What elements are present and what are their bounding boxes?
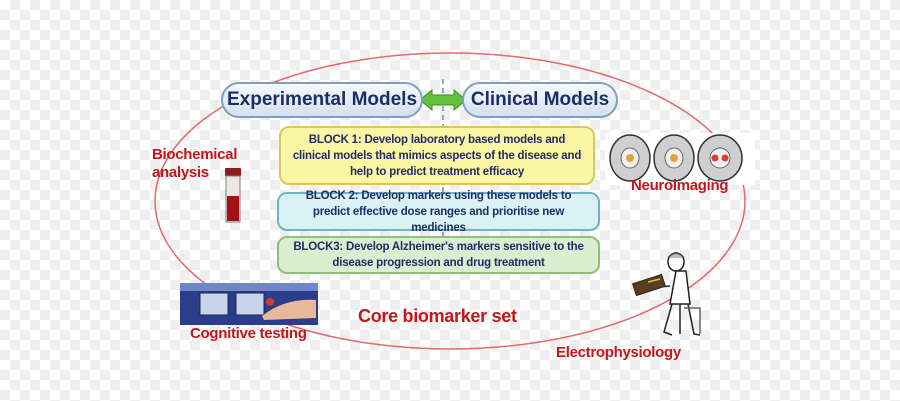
clinical-models-pill: Clinical Models xyxy=(462,82,618,118)
experimental-models-pill: Experimental Models xyxy=(221,82,423,118)
block-1-box: BLOCK 1: Develop laboratory based models… xyxy=(279,126,595,185)
brain-scan-icon xyxy=(605,133,755,185)
neuroimaging-label: Neuroimaging xyxy=(631,177,729,194)
blood-tube-icon xyxy=(225,168,241,223)
electrophysiology-label: Electrophysiology xyxy=(556,344,681,361)
cognitive-test-device-icon xyxy=(180,283,318,325)
eeg-subject-icon xyxy=(631,252,701,336)
block-3-box: BLOCK3: Develop Alzheimer's markers sens… xyxy=(277,236,600,274)
core-set-ellipse xyxy=(154,52,746,350)
biochemical-label-line1: Biochemical xyxy=(152,146,238,163)
biochemical-label-line2: analysis xyxy=(152,164,209,181)
block-2-box: BLOCK 2: Develop markers using these mod… xyxy=(277,190,600,234)
cognitive-testing-label: Cognitive testing xyxy=(190,325,307,342)
core-biomarker-set-label: Core biomarker set xyxy=(358,306,517,326)
